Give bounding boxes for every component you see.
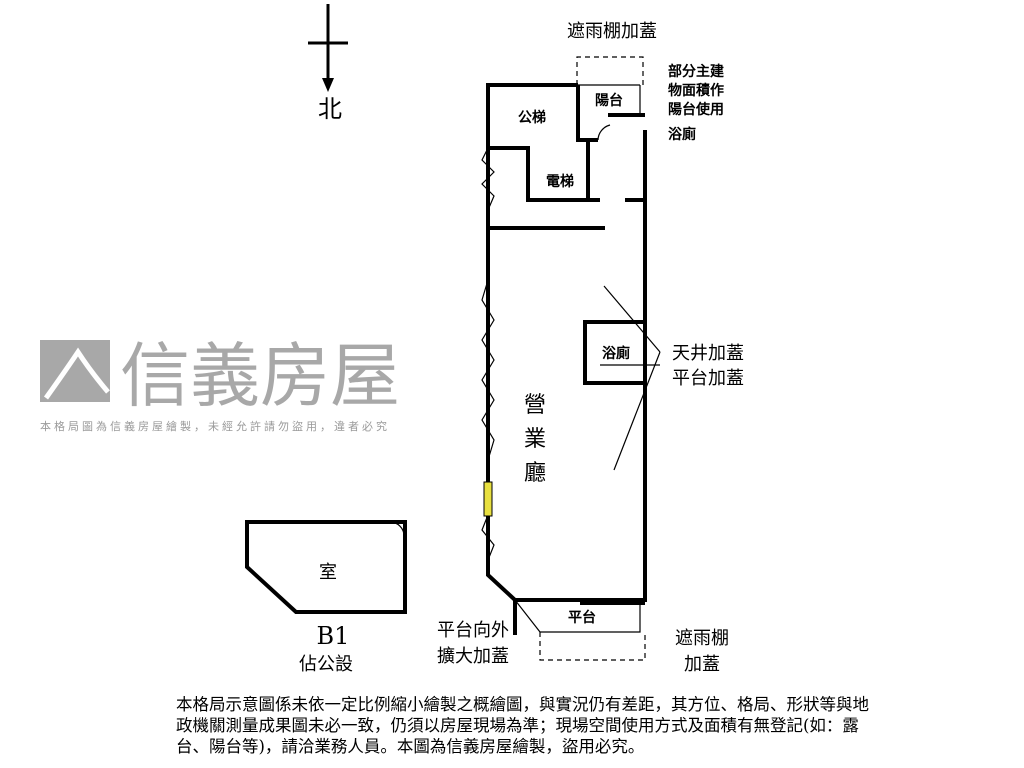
watermark-logo (40, 340, 110, 402)
label-balcony: 陽台 (595, 92, 623, 109)
watermark-brand: 信義房屋 (120, 335, 400, 417)
label-hall-2: 業 (524, 427, 546, 452)
label-b1-note: 佔公設 (299, 654, 353, 675)
label-balcony-note-3: 陽台使用 (668, 101, 724, 118)
label-platform-ext-2: 擴大加蓋 (437, 646, 509, 667)
label-b1-level: B1 (317, 622, 350, 650)
label-canopy-bottom-1: 遮雨棚 (675, 628, 729, 649)
label-canopy-top: 遮雨棚加蓋 (567, 21, 657, 42)
walls (486, 83, 647, 635)
label-bathroom-mid: 浴廁 (602, 345, 630, 362)
label-skylight-1: 天井加蓋 (672, 343, 744, 364)
label-elevator: 電梯 (546, 173, 574, 190)
disclaimer-text: 本格局示意圖係未依一定比例縮小繪製之概繪圖，與實況仍有差距，其方位、格局、形狀等… (176, 695, 869, 756)
b1-outline (245, 520, 407, 614)
label-platform: 平台 (568, 609, 596, 626)
label-hall-3: 廳 (524, 461, 546, 486)
label-skylight-2: 平台加蓋 (672, 368, 744, 389)
north-arrow-icon (308, 4, 348, 92)
entrance-door (483, 481, 493, 517)
label-bathroom-top: 浴廁 (668, 126, 696, 143)
label-balcony-note-2: 物面積作 (668, 82, 724, 99)
label-platform-ext-1: 平台向外 (437, 620, 509, 641)
label-balcony-note-1: 部分主建 (668, 63, 724, 80)
label-public-stairs: 公梯 (518, 109, 546, 126)
label-b1-room: 室 (319, 562, 337, 583)
north-label: 北 (318, 95, 342, 123)
watermark-text: 本格局圖為信義房屋繪製，未經允許請勿盜用，違者必究 (40, 419, 390, 433)
label-hall-1: 營 (524, 393, 546, 418)
dashed-canopies (539, 56, 646, 661)
label-canopy-bottom-2: 加蓋 (684, 654, 720, 675)
